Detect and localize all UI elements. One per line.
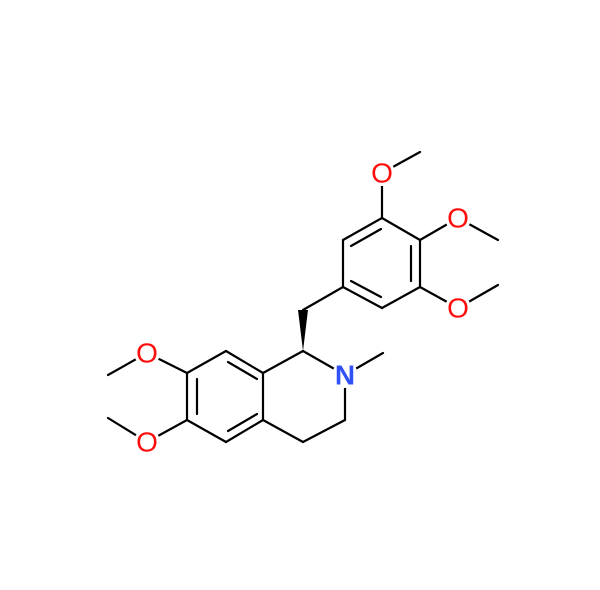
wedge-bond — [298, 310, 308, 351]
oxygen-atom-label: O — [447, 203, 469, 234]
oxygen-atom-label: O — [371, 158, 393, 189]
bond — [185, 418, 228, 444]
bond — [224, 418, 265, 444]
oxygen-atom-label: O — [136, 338, 158, 369]
bond — [185, 349, 228, 375]
oxygen-atom-label: O — [447, 293, 469, 324]
bond — [261, 418, 305, 444]
bond — [380, 285, 422, 310]
bonds — [106, 150, 500, 444]
bond-double-inner — [226, 360, 259, 381]
oxygen-atom-label: O — [136, 427, 158, 458]
bond — [261, 349, 305, 375]
bond-double-inner — [226, 412, 259, 433]
bond — [301, 285, 345, 312]
bond-double-inner — [349, 227, 383, 248]
bond — [301, 418, 347, 444]
nitrogen-atom-label: N — [335, 360, 355, 391]
bond — [341, 285, 384, 310]
bond-double-inner — [349, 279, 383, 299]
bond — [224, 349, 265, 375]
atom-labels: O O N O O O — [134, 158, 471, 458]
bond — [341, 216, 384, 242]
bond — [380, 216, 422, 242]
